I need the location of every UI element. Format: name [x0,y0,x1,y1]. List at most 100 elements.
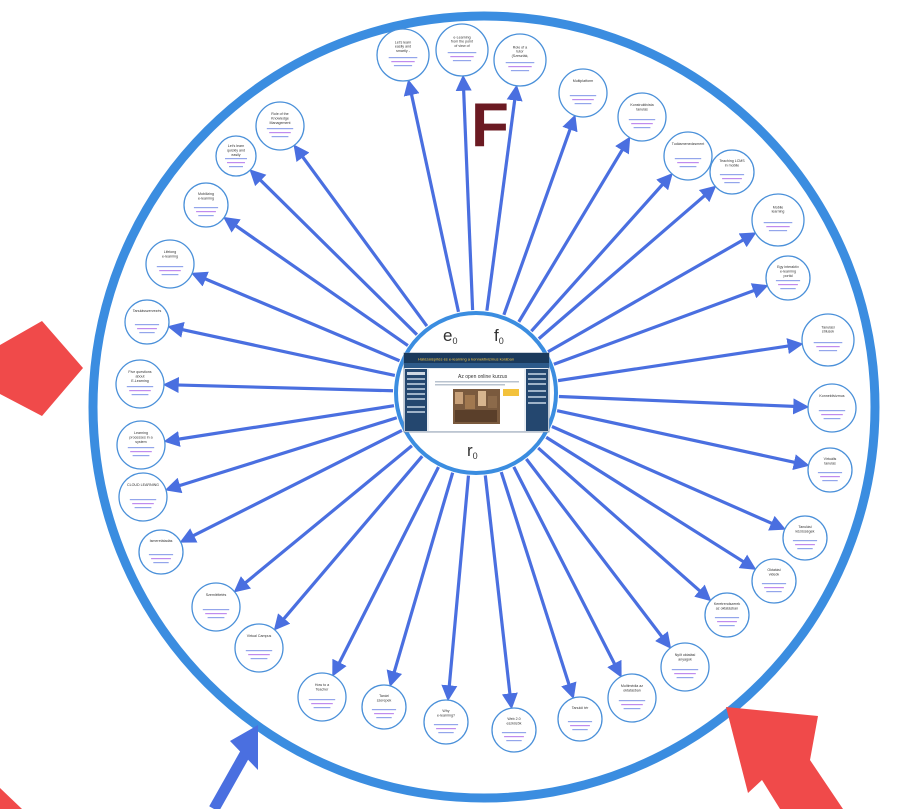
node-circle[interactable] [751,193,805,247]
node-5[interactable]: Tudásmenedzsment [663,131,713,181]
node-link-line [198,215,214,217]
arrow-3 [502,114,578,316]
node-link-line [205,613,227,615]
node-circle[interactable] [138,529,184,575]
node-link-line [572,729,588,731]
node-link-line [225,158,247,160]
node-circle[interactable] [607,673,657,723]
arrow-31 [249,169,419,336]
node-link-line [761,583,787,585]
node-circle[interactable] [807,447,853,493]
node-28[interactable]: Tanulásszervezés [124,299,170,345]
node-link-line [156,266,184,268]
node-circle[interactable] [215,135,257,177]
node-23[interactable]: Szemléltetés [191,582,241,632]
center-screenshot[interactable]: Hálózatépítés és e-learning a konnektivi… [403,352,550,433]
node-circle[interactable] [617,92,667,142]
screenshot-page-title: Az open online kurzus [458,374,508,380]
screenshot-header: Hálózatépítés és e-learning a konnektivi… [418,357,514,362]
node-circle[interactable] [557,696,603,742]
node-circle[interactable] [361,684,407,730]
node-link-line [766,226,790,228]
node-circle[interactable] [116,420,166,470]
node-circle[interactable] [191,582,241,632]
node-circle[interactable] [558,68,608,118]
node-link-line [505,62,535,64]
node-circle[interactable] [709,149,755,195]
node-circle[interactable] [255,101,305,151]
node-17[interactable]: Tanulói tér [557,696,603,742]
node-link-line [818,410,846,412]
node-circle[interactable] [145,239,195,289]
node-24[interactable]: Ismeretátadás [138,529,184,575]
node-circle[interactable] [118,472,168,522]
node-circle[interactable] [751,558,797,604]
node-circle[interactable] [297,672,347,722]
node-circle[interactable] [704,592,750,638]
node-link-line [129,390,151,392]
node-circle[interactable] [435,23,489,77]
node-circle[interactable] [807,383,857,433]
node-circle[interactable] [801,313,855,367]
node-22[interactable]: Virtual Campus [234,623,284,673]
node-circle[interactable] [423,699,469,745]
node-link-line [775,280,801,282]
node-circle[interactable] [183,182,229,228]
node-circle[interactable] [663,131,713,181]
node-link-line [677,162,699,164]
node-link-line [129,499,157,501]
node-link-line [504,736,524,738]
node-circle[interactable] [765,255,811,301]
node-10[interactable]: Konnektivizmus [807,383,857,433]
node-circle[interactable] [660,642,710,692]
node-link-line [671,669,699,671]
node-circle[interactable] [491,707,537,753]
node-3[interactable]: Multiplatform [558,68,608,118]
node-circle[interactable] [234,623,284,673]
node-circle[interactable] [782,515,828,561]
node-link-line [269,132,291,134]
node-circle[interactable] [124,299,170,345]
blue-arrow-bottom-left [209,725,258,809]
node-circle[interactable] [115,359,165,409]
node-25[interactable]: CLOUD LEARNING [118,472,168,522]
node-link-line [823,418,841,420]
node-circle[interactable] [376,28,430,82]
arrow-20 [386,472,455,688]
node-circle[interactable] [493,33,547,87]
red-arrow-bottom-right [726,707,843,809]
arrow-10 [558,394,810,415]
node-link-line [820,476,840,478]
node-link-line [792,540,818,542]
node-link-line [132,455,150,457]
